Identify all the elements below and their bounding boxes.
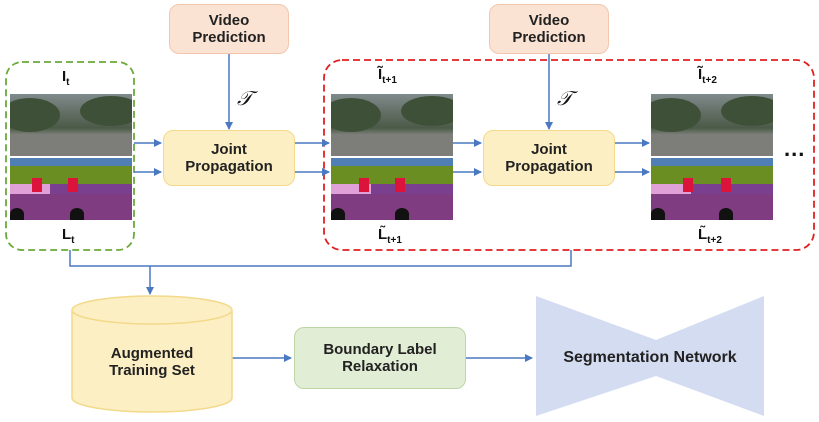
label-L-t2: L̃t+2 bbox=[698, 226, 722, 246]
seg-frame-t bbox=[10, 158, 132, 220]
label-I-t1: Ĩt+1 bbox=[378, 66, 397, 86]
label-L-t1: L̃t+1 bbox=[378, 226, 402, 246]
rgb-frame-t2 bbox=[651, 94, 773, 156]
boundary-label-relaxation-label: Boundary Label Relaxation bbox=[323, 340, 437, 375]
video-prediction-label-2: Video Prediction bbox=[512, 11, 586, 46]
boundary-label-relaxation-box: Boundary Label Relaxation bbox=[294, 327, 466, 389]
video-prediction-label-1: Video Prediction bbox=[192, 11, 266, 46]
seg-frame-t2 bbox=[651, 158, 773, 220]
rgb-frame-t bbox=[10, 94, 132, 156]
label-L-t: Lt bbox=[62, 226, 75, 246]
segmentation-network-label: Segmentation Network bbox=[563, 348, 737, 366]
rgb-frame-t1 bbox=[331, 94, 453, 156]
collect-line bbox=[69, 250, 572, 267]
seg-frame-t1 bbox=[331, 158, 453, 220]
video-prediction-box-1: Video Prediction bbox=[169, 4, 289, 54]
label-I-t2: Ĩt+2 bbox=[698, 66, 717, 86]
joint-propagation-label-1: Joint Propagation bbox=[185, 140, 273, 175]
segmentation-network-shape bbox=[536, 296, 764, 416]
continuation-ellipsis: ... bbox=[784, 136, 806, 161]
joint-propagation-box-1: Joint Propagation bbox=[163, 130, 295, 186]
label-I-t: It bbox=[62, 68, 70, 88]
joint-propagation-box-2: Joint Propagation bbox=[483, 130, 615, 186]
propagated-frames-group bbox=[323, 59, 815, 251]
video-prediction-box-2: Video Prediction bbox=[489, 4, 609, 54]
current-frame-group bbox=[5, 61, 135, 251]
augmented-training-set-label: Augmented Training Set bbox=[109, 344, 195, 379]
transform-symbol-2: 𝒯 bbox=[557, 86, 573, 110]
transform-symbol-1: 𝒯 bbox=[237, 86, 253, 110]
joint-propagation-label-2: Joint Propagation bbox=[505, 140, 593, 175]
augmented-training-set-cylinder bbox=[71, 295, 233, 413]
